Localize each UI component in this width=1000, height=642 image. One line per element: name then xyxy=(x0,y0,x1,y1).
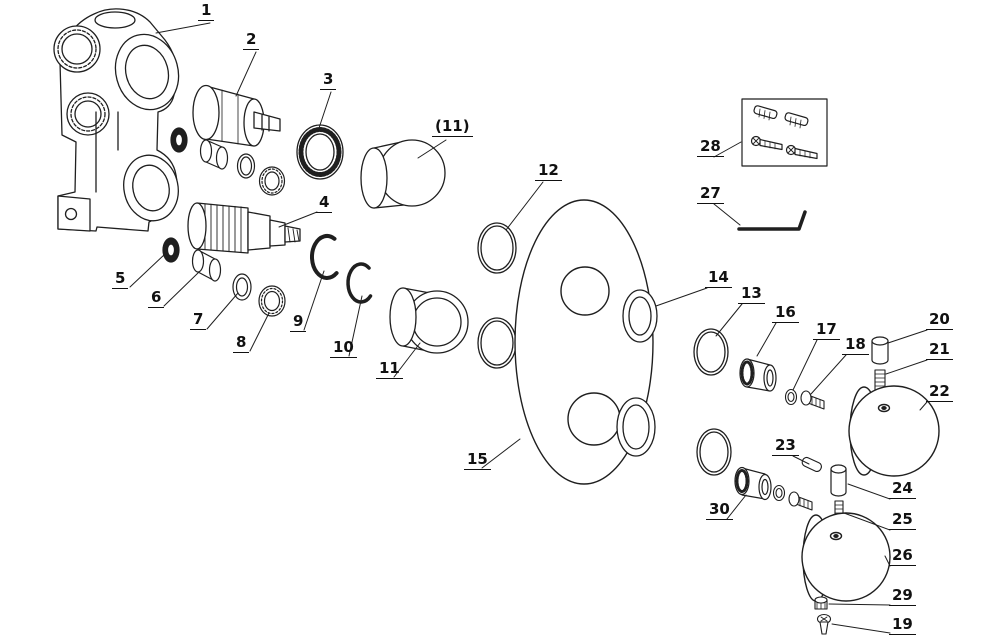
part-22-handle-upper xyxy=(848,385,940,477)
leader-19 xyxy=(831,623,891,634)
part-19-screw xyxy=(816,613,832,635)
part-label-5: 5 xyxy=(112,270,129,289)
part-label-30: 30 xyxy=(706,501,733,520)
part-label-15: 15 xyxy=(464,451,491,470)
leader-11-alt xyxy=(417,139,447,159)
part-26-handle-lower xyxy=(801,512,891,602)
part-10-clip-ring xyxy=(346,262,373,304)
part-23-pin xyxy=(801,456,822,472)
part-7-o-ring xyxy=(232,273,252,301)
part-1-valve-body xyxy=(53,8,180,232)
part-2-cartridge xyxy=(192,84,281,147)
o-ring-lower-handle xyxy=(696,428,732,476)
part-label-24: 24 xyxy=(889,480,916,499)
leader-1 xyxy=(155,22,211,34)
part-29-nut xyxy=(814,596,828,610)
part-20-bushing xyxy=(871,336,889,365)
washer-lower xyxy=(772,484,786,502)
leader-5 xyxy=(129,253,166,288)
part-6-check-valve xyxy=(191,249,222,282)
part-8-plug xyxy=(258,285,286,317)
part-28-fixing-kit xyxy=(741,98,828,167)
leader-30 xyxy=(726,494,747,520)
leader-14 xyxy=(655,287,708,307)
leader-2 xyxy=(235,51,257,97)
part-label-7: 7 xyxy=(190,311,207,330)
part-label-26: 26 xyxy=(889,547,916,566)
leader-18 xyxy=(810,354,847,395)
leader-27 xyxy=(713,203,741,226)
part-13-o-ring xyxy=(693,328,729,376)
part-16-adapter xyxy=(739,358,777,392)
leader-6 xyxy=(163,271,200,307)
part-label-17: 17 xyxy=(813,321,840,340)
leader-29 xyxy=(828,603,891,606)
upper-seal-stack xyxy=(170,127,286,196)
part-15-face-plate xyxy=(514,199,654,485)
part-label-28: 28 xyxy=(697,138,724,157)
part-label-21: 21 xyxy=(926,341,953,360)
leader-8 xyxy=(249,312,270,352)
leader-17 xyxy=(792,339,818,391)
leader-26 xyxy=(884,555,891,567)
leader-7 xyxy=(206,292,239,330)
leader-24 xyxy=(847,483,891,500)
part-label-18: 18 xyxy=(842,336,869,355)
part-5-o-ring xyxy=(162,237,180,263)
leader-22 xyxy=(919,401,928,411)
part-label-2: 2 xyxy=(243,31,260,50)
part-27-hex-key xyxy=(737,210,807,231)
part-label-22: 22 xyxy=(926,383,953,402)
part-label-12: 12 xyxy=(535,162,562,181)
part-label-27: 27 xyxy=(697,185,724,204)
part-11-sleeve-upper xyxy=(360,139,446,209)
part-label-3: 3 xyxy=(320,71,337,90)
leader-25 xyxy=(843,512,891,531)
leader-21 xyxy=(885,359,928,375)
leader-16 xyxy=(756,322,777,357)
leader-28 xyxy=(713,141,742,158)
part-9-retaining-ring xyxy=(310,233,339,280)
part-label-13: 13 xyxy=(738,285,765,304)
leader-20 xyxy=(887,329,928,344)
part-label-11-alt: (11) xyxy=(432,118,473,137)
part-11-sleeve-lower xyxy=(389,287,469,354)
part-label-1: 1 xyxy=(198,2,215,21)
leader-23 xyxy=(792,455,810,465)
part-14-trim-rings xyxy=(616,289,658,457)
part-18-screw xyxy=(800,390,825,410)
part-30-adapter xyxy=(734,466,772,501)
part-3-lock-ring xyxy=(296,124,344,180)
leader-3 xyxy=(318,91,332,129)
leader-9 xyxy=(303,270,325,331)
part-label-10: 10 xyxy=(330,339,357,358)
part-label-25: 25 xyxy=(889,511,916,530)
part-label-20: 20 xyxy=(926,311,953,330)
part-label-9: 9 xyxy=(290,313,307,332)
part-4-thermostatic-cartridge xyxy=(187,202,301,254)
part-label-16: 16 xyxy=(772,304,799,323)
part-label-14: 14 xyxy=(705,269,732,288)
part-17-washer xyxy=(784,388,798,406)
leader-4 xyxy=(278,211,318,228)
part-12-o-rings xyxy=(477,222,517,369)
part-label-29: 29 xyxy=(889,587,916,606)
part-label-23: 23 xyxy=(772,437,799,456)
part-label-8: 8 xyxy=(233,334,250,353)
leader-12 xyxy=(505,181,544,231)
leader-11 xyxy=(393,342,421,378)
leader-13 xyxy=(715,303,743,337)
leader-lines xyxy=(129,22,928,634)
part-label-6: 6 xyxy=(148,289,165,308)
leader-15 xyxy=(481,438,521,469)
part-label-4: 4 xyxy=(316,194,333,213)
leader-10 xyxy=(348,295,363,357)
part-label-19: 19 xyxy=(889,616,916,635)
part-label-11: 11 xyxy=(376,360,403,379)
part-24-spacer xyxy=(830,464,847,497)
screw-lower xyxy=(788,491,813,511)
